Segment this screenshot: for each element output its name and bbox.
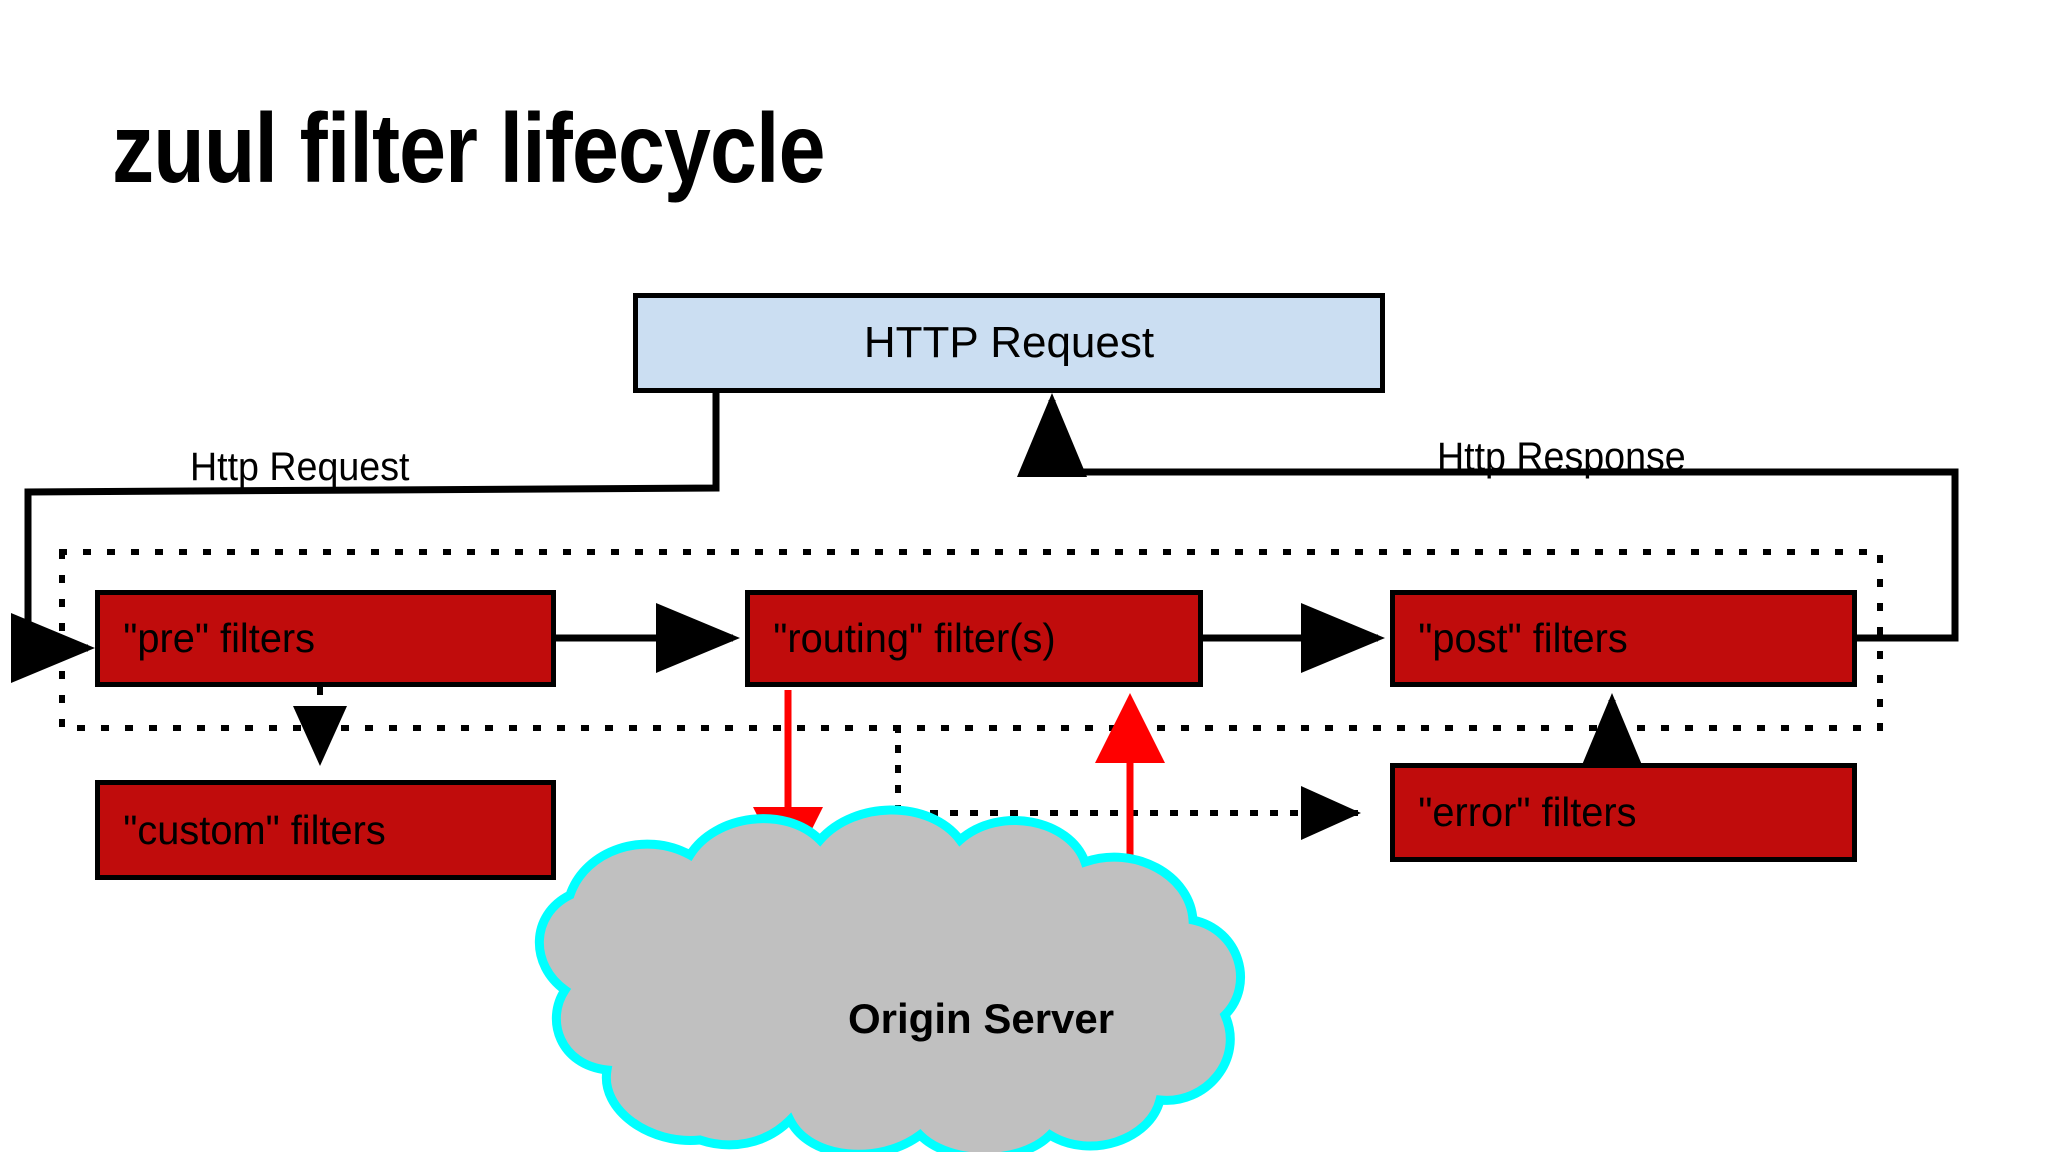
custom-filters-box[interactable]: "custom" filters	[95, 780, 556, 880]
http-request-edge-label: Http Request	[190, 445, 410, 489]
post-filters-box[interactable]: "post" filters	[1390, 590, 1857, 687]
routing-filters-box[interactable]: "routing" filter(s)	[745, 590, 1203, 687]
pre-filters-label: "pre" filters	[123, 615, 316, 661]
error-filters-label: "error" filters	[1418, 789, 1637, 835]
http-response-path	[1017, 393, 1959, 642]
http-response-edge-label: Http Response	[1437, 435, 1686, 479]
page-title: zuul filter lifecycle	[112, 93, 825, 203]
origin-server-label: Origin Server	[848, 995, 1115, 1042]
origin-server-cloud	[534, 805, 1245, 1152]
error-filters-box[interactable]: "error" filters	[1390, 763, 1857, 862]
custom-filters-label: "custom" filters	[123, 806, 386, 853]
zuul-filter-container-boundary	[59, 549, 1883, 731]
http-request-box[interactable]: HTTP Request	[633, 293, 1385, 393]
post-filters-label: "post" filters	[1418, 615, 1628, 661]
http-request-path	[11, 392, 720, 683]
http-request-label: HTTP Request	[863, 318, 1155, 367]
routing-filters-label: "routing" filter(s)	[773, 615, 1056, 661]
pre-filters-box[interactable]: "pre" filters	[95, 590, 556, 687]
